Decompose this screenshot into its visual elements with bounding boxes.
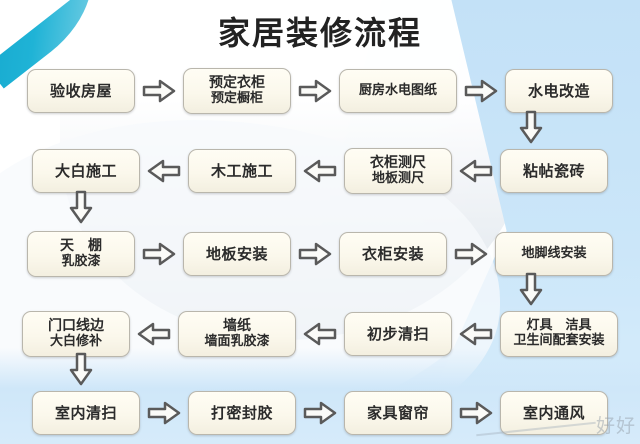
- node-label-line1: 大白施工: [54, 161, 117, 180]
- node-label-line2: 卫生间配套安装: [513, 333, 605, 348]
- node-label-line1: 天 棚: [60, 237, 102, 254]
- node-label-line1: 墙纸: [223, 317, 251, 334]
- flow-node-r4c3[interactable]: 初步清扫: [344, 312, 452, 356]
- arrow-gap-r4-2: [296, 321, 344, 347]
- node-label-line1: 家具窗帘: [366, 403, 429, 422]
- flow-node-r4c1[interactable]: 门口线边 大白修补: [22, 311, 130, 357]
- node-label-line1: 衣柜安装: [361, 244, 424, 263]
- flow-node-r1c2[interactable]: 预定衣柜 预定橱柜: [183, 68, 291, 114]
- arrow-gap-r4-3: [452, 321, 500, 347]
- arrow-down-icon: [519, 110, 543, 144]
- arrow-right-icon: [298, 79, 332, 103]
- connector-col1-row4-row5: [68, 352, 94, 386]
- arrow-right-icon: [298, 242, 332, 266]
- node-label-line1: 厨房水电图纸: [358, 82, 437, 98]
- arrow-gap-r5-1: [140, 400, 188, 426]
- arrow-gap-r3-3: [447, 241, 495, 267]
- node-label-line1: 粘帖瓷砖: [522, 161, 585, 180]
- flow-node-r1c1[interactable]: 验收房屋: [27, 69, 135, 113]
- flow-node-r1c3[interactable]: 厨房水电图纸: [339, 69, 457, 113]
- node-label-line2: 墙面乳胶漆: [204, 333, 270, 349]
- flow-node-r3c2[interactable]: 地板安装: [183, 232, 291, 276]
- node-label-line1: 验收房屋: [49, 81, 112, 100]
- node-label-line1: 打密封胶: [210, 403, 273, 422]
- connector-col1-row2-row3: [68, 190, 94, 224]
- node-label-line1: 地板安装: [205, 244, 268, 263]
- arrow-right-icon: [454, 242, 488, 266]
- arrow-left-icon: [303, 322, 337, 346]
- arrow-down-icon: [69, 352, 93, 386]
- arrow-gap-r1-1: [135, 78, 183, 104]
- node-label-line1: 水电改造: [527, 81, 590, 100]
- flow-node-r3c3[interactable]: 衣柜安装: [339, 232, 447, 276]
- arrow-gap-r1-3: [457, 78, 505, 104]
- flow-node-r5c3[interactable]: 家具窗帘: [344, 391, 452, 435]
- node-label-line2: 预定橱柜: [210, 90, 263, 106]
- arrow-left-icon: [303, 159, 337, 183]
- arrow-right-icon: [464, 79, 498, 103]
- node-label-line1: 衣柜测尺: [370, 154, 426, 171]
- node-label-line1: 初步清扫: [366, 324, 429, 343]
- flow-node-r2c2[interactable]: 木工施工: [188, 149, 296, 193]
- node-label-line2: 大白修补: [49, 333, 102, 349]
- flow-node-r5c4[interactable]: 室内通风: [500, 391, 608, 435]
- node-label-line2: 乳胶漆: [61, 253, 101, 269]
- flow-node-r5c2[interactable]: 打密封胶: [188, 391, 296, 435]
- flow-row-5: 室内清扫 打密封胶 家具窗帘 室内通风: [0, 388, 640, 438]
- flow-node-r2c3[interactable]: 衣柜测尺 地板测尺: [344, 148, 452, 194]
- arrow-down-icon: [69, 190, 93, 224]
- arrow-right-icon: [142, 79, 176, 103]
- page-title: 家居装修流程: [217, 14, 422, 52]
- node-label-line1: 门口线边: [48, 317, 104, 334]
- arrow-gap-r2-3: [452, 158, 500, 184]
- arrow-gap-r3-2: [291, 241, 339, 267]
- arrow-gap-r4-1: [130, 321, 178, 347]
- node-label-line1: 木工施工: [210, 161, 273, 180]
- arrow-gap-r3-1: [135, 241, 183, 267]
- arrow-gap-r2-2: [296, 158, 344, 184]
- arrow-left-icon: [459, 159, 493, 183]
- arrow-gap-r2-1: [140, 158, 188, 184]
- flow-node-r4c2[interactable]: 墙纸 墙面乳胶漆: [178, 311, 296, 357]
- arrow-down-icon: [519, 272, 543, 306]
- node-label-line2: 地板测尺: [371, 170, 424, 186]
- flow-row-4: 门口线边 大白修补 墙纸 墙面乳胶漆 初步清扫 灯具 洁具: [0, 308, 640, 360]
- flow-row-3: 天 棚 乳胶漆 地板安装 衣柜安装 地脚线安装: [0, 228, 640, 280]
- arrow-gap-r1-2: [291, 78, 339, 104]
- flow-node-r4c4[interactable]: 灯具 洁具 卫生间配套安装: [500, 311, 618, 357]
- flow-row-1: 验收房屋 预定衣柜 预定橱柜 厨房水电图纸 水电改造: [0, 66, 640, 116]
- flow-node-r2c4[interactable]: 粘帖瓷砖: [500, 149, 608, 193]
- flow-node-r1c4[interactable]: 水电改造: [505, 69, 613, 113]
- node-label-line1: 预定衣柜: [209, 74, 265, 91]
- arrow-gap-r5-2: [296, 400, 344, 426]
- arrow-left-icon: [147, 159, 181, 183]
- flow-row-2: 大白施工 木工施工 衣柜测尺 地板测尺 粘帖瓷砖: [0, 146, 640, 196]
- flow-node-r3c4[interactable]: 地脚线安装: [495, 232, 613, 276]
- arrow-right-icon: [147, 401, 181, 425]
- node-label-line1: 灯具 洁具: [526, 318, 592, 334]
- flow-node-r2c1[interactable]: 大白施工: [32, 149, 140, 193]
- watermark-text: 好好: [595, 415, 636, 437]
- arrow-right-icon: [459, 401, 493, 425]
- arrow-left-icon: [137, 322, 171, 346]
- arrow-right-icon: [142, 242, 176, 266]
- arrow-left-icon: [459, 322, 493, 346]
- arrow-right-icon: [303, 401, 337, 425]
- connector-col4-row3-row4: [518, 272, 544, 306]
- node-label-line1: 地脚线安装: [521, 245, 587, 261]
- arrow-gap-r5-3: [452, 400, 500, 426]
- node-label-line1: 室内清扫: [54, 403, 117, 422]
- flow-node-r3c1[interactable]: 天 棚 乳胶漆: [27, 231, 135, 277]
- flow-node-r5c1[interactable]: 室内清扫: [32, 391, 140, 435]
- connector-col4-row1-row2: [518, 110, 544, 144]
- node-label-line1: 室内通风: [522, 403, 585, 422]
